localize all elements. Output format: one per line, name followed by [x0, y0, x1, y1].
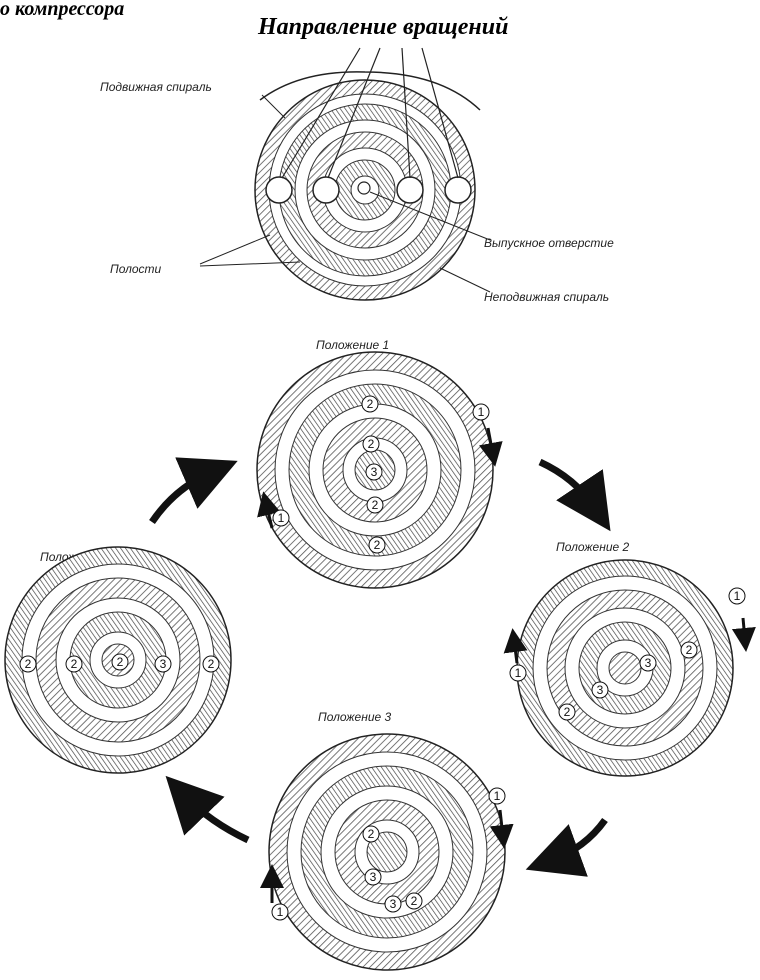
discharge-port-marker: [358, 182, 370, 194]
position-2-arrow-down: [743, 618, 745, 640]
cycle-arrow-1-to-2: [540, 462, 595, 508]
cavity-marker: [397, 177, 423, 203]
cycle-arrow-4-to-1: [152, 472, 212, 522]
cycle-arrow-3-to-4: [185, 796, 248, 840]
cavity-number-label: 2: [564, 705, 571, 719]
cavity-number-label: 2: [411, 894, 418, 908]
cavity-number-label: 1: [515, 666, 522, 680]
cavity-number-label: 2: [71, 657, 78, 671]
cavity-number-label: 2: [25, 657, 32, 671]
cavity-number-label: 2: [368, 437, 375, 451]
cavity-number-label: 2: [368, 827, 375, 841]
cavity-number-label: 1: [277, 905, 284, 919]
cavity-number-label: 3: [160, 657, 167, 671]
cavity-number-label: 2: [374, 538, 381, 552]
cavity-number-label: 1: [494, 789, 501, 803]
cavity-marker: [313, 177, 339, 203]
cycle-arrow-2-to-3: [552, 820, 605, 860]
cavity-number-label: 3: [390, 897, 397, 911]
position-2-scroll: [517, 560, 733, 776]
cavity-marker: [266, 177, 292, 203]
cavity-number-label: 2: [208, 657, 215, 671]
top-scroll-assembly: [200, 48, 490, 300]
cavity-number-label: 2: [686, 643, 693, 657]
cavity-number-label: 3: [370, 870, 377, 884]
cavity-number-label: 1: [478, 405, 485, 419]
cavity-number-label: 1: [734, 589, 741, 603]
cavity-number-label: 2: [372, 498, 379, 512]
cavity-number-label: 3: [645, 656, 652, 670]
cavity-number-label: 3: [597, 683, 604, 697]
cavity-number-label: 1: [278, 511, 285, 525]
cavity-number-label: 2: [117, 655, 124, 669]
position-3-scroll: [269, 734, 505, 970]
position-2-arrow-up: [514, 640, 517, 663]
cavity-marker: [445, 177, 471, 203]
cavity-number-label: 3: [371, 465, 378, 479]
cavity-number-label: 2: [367, 397, 374, 411]
